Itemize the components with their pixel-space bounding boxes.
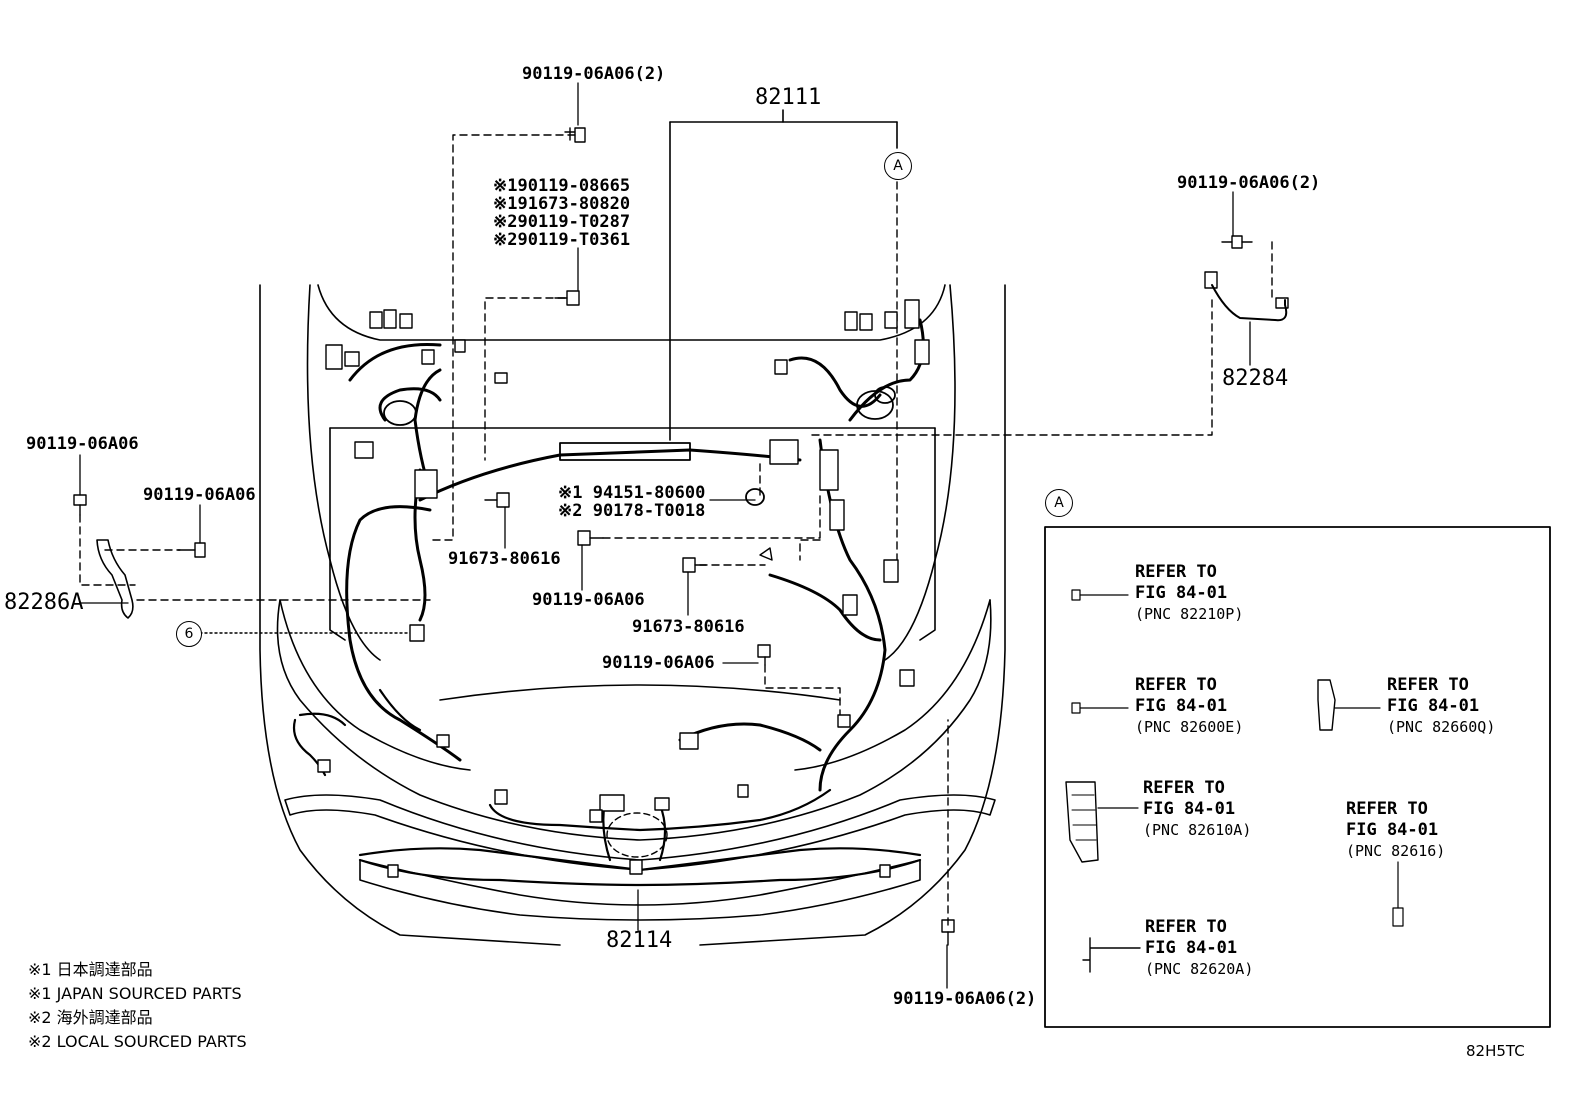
circle-marker-6: 6 xyxy=(176,621,202,647)
ref-line1: REFER TO xyxy=(1387,675,1469,695)
inset-ref-82620A: REFER TO FIG 84-01 (PNC 82620A) xyxy=(1145,917,1253,980)
footnote-1-jp: ※1 日本調達部品 xyxy=(28,960,153,979)
grommet-part-2: ※2 90178-T0018 xyxy=(558,501,706,521)
ref-line2: FIG 84-01 xyxy=(1387,696,1480,716)
ref-pnc: (PNC 82616) xyxy=(1346,842,1446,860)
bracket-82111 xyxy=(669,109,898,441)
ref-pnc: (PNC 82600E) xyxy=(1135,718,1244,736)
bolt-callout-right: 90119-06A06(2) xyxy=(1177,173,1321,193)
ref-line1: REFER TO xyxy=(1135,675,1217,695)
footnote-2-en: ※2 LOCAL SOURCED PARTS xyxy=(28,1032,247,1051)
bolt-callout-top: 90119-06A06(2) xyxy=(522,64,666,84)
ref-pnc: (PNC 82620A) xyxy=(1145,960,1254,978)
group-part-1: ※190119-08665 xyxy=(493,176,631,196)
group-part-4: ※290119-T0361 xyxy=(493,230,631,250)
group-part-2: ※191673-80820 xyxy=(493,194,631,214)
grommets xyxy=(383,386,896,506)
bracket-callout-82286A: 82286A xyxy=(4,590,84,615)
car-body-outline xyxy=(259,284,1006,946)
bolt-callout-left-2: 90119-06A06 xyxy=(143,485,256,505)
label-leaders xyxy=(79,82,1251,989)
ref-pnc: (PNC 82660Q) xyxy=(1387,718,1496,736)
ref-line1: REFER TO xyxy=(1145,917,1227,937)
bolt-callout-bottom: 90119-06A06(2) xyxy=(893,989,1037,1009)
clip-callout-1: 91673-80616 xyxy=(448,549,561,569)
dashed-leaders xyxy=(79,134,1273,926)
inset-box xyxy=(1044,526,1551,1028)
inset-ref-82610A: REFER TO FIG 84-01 (PNC 82610A) xyxy=(1143,778,1251,841)
ref-line1: REFER TO xyxy=(1346,799,1428,819)
inset-ref-82616: REFER TO FIG 84-01 (PNC 82616) xyxy=(1346,799,1445,862)
diagram-code: 82H5TC xyxy=(1466,1042,1525,1060)
ref-line2: FIG 84-01 xyxy=(1346,820,1439,840)
bolt-callout-left-1: 90119-06A06 xyxy=(26,434,139,454)
ref-line1: REFER TO xyxy=(1143,778,1225,798)
ref-line1: REFER TO xyxy=(1135,562,1217,582)
ref-line2: FIG 84-01 xyxy=(1135,583,1228,603)
bolt-callout-center-1: 90119-06A06 xyxy=(532,590,645,610)
grommet-part-1: ※1 94151-80600 xyxy=(558,483,706,503)
front-harness-82114 xyxy=(292,688,922,887)
harness-callout-82114: 82114 xyxy=(606,928,673,953)
main-harness xyxy=(345,318,925,792)
harness-callout-82111: 82111 xyxy=(755,85,822,110)
connector-blocks xyxy=(317,299,930,878)
bracket-82286A xyxy=(96,539,134,619)
inset-ref-82660Q: REFER TO FIG 84-01 (PNC 82660Q) xyxy=(1387,675,1495,738)
ref-pnc: (PNC 82210P) xyxy=(1135,605,1244,623)
cable-callout-82284: 82284 xyxy=(1222,366,1289,391)
ref-line2: FIG 84-01 xyxy=(1135,696,1228,716)
bolts xyxy=(73,127,1253,946)
inset-ref-82600E: REFER TO FIG 84-01 (PNC 82600E) xyxy=(1135,675,1243,738)
ref-line2: FIG 84-01 xyxy=(1145,938,1238,958)
ref-pnc: (PNC 82610A) xyxy=(1143,821,1252,839)
footnote-2-jp: ※2 海外調達部品 xyxy=(28,1008,153,1027)
group-part-3: ※290119-T0287 xyxy=(493,212,631,232)
inset-marker-a: A xyxy=(1045,489,1073,517)
cable-82284 xyxy=(1204,271,1289,322)
footnote-1-en: ※1 JAPAN SOURCED PARTS xyxy=(28,984,242,1003)
ref-line2: FIG 84-01 xyxy=(1143,799,1236,819)
circle-marker-a: A xyxy=(884,152,912,180)
bolt-callout-center-2: 90119-06A06 xyxy=(602,653,715,673)
inset-ref-82210P: REFER TO FIG 84-01 (PNC 82210P) xyxy=(1135,562,1243,625)
clip-callout-2: 91673-80616 xyxy=(632,617,745,637)
